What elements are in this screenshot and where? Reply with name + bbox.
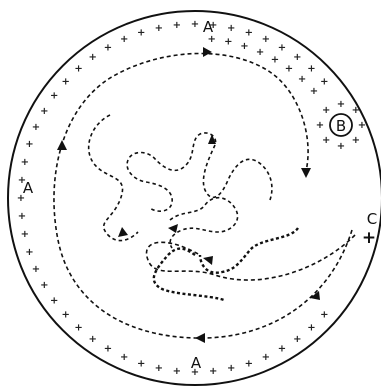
plus-sign: + [32,122,40,133]
plus-sign: + [320,309,328,320]
plus-sign: + [89,52,97,63]
arrow-top [203,47,212,57]
plus-sign: + [256,47,264,58]
plus-sign: + [40,280,48,291]
plus-sign: + [173,366,181,377]
plus-sign: + [155,363,163,374]
body-b-plus-sign: + [352,105,360,116]
plus-sign: + [191,19,199,30]
plus-sign: + [120,352,128,363]
plus-sign: + [209,366,217,377]
plus-sign: + [240,41,248,52]
plus-sign: + [320,77,328,88]
plus-sign: + [245,359,253,370]
plus-sign: + [40,106,48,117]
plus-sign: + [74,322,82,333]
body-b-plus-sign: + [337,99,345,110]
plus-sign: + [62,309,70,320]
arrow-inner-center [168,224,178,233]
arrow-right-down [301,168,311,178]
body-b-plus-sign: + [322,105,330,116]
outer-boundary-circle [8,11,381,385]
label-a-top: A [203,18,214,36]
plus-sign: + [50,91,58,102]
plus-sign: + [278,344,286,355]
plus-sign: + [120,34,128,45]
body-b-plus-sign: + [322,135,330,146]
mark-c-plus: + [362,228,376,248]
plus-sign: + [25,139,33,150]
body-b-label: B [336,117,346,135]
arrow-inner-left [118,227,128,237]
plus-sign: + [245,28,253,39]
outer-dashed-path [54,53,352,338]
plus-sign: + [104,344,112,355]
plus-sign: + [262,34,270,45]
plus-sign: + [137,28,145,39]
plus-sign: + [89,334,97,345]
body-b-plus-sign: + [316,120,324,131]
arrow-left-up [57,140,67,150]
plus-sign: + [227,23,235,34]
upper-wiggle-path [127,133,272,211]
plus-sign: + [104,42,112,53]
middle-dashed-path [147,235,355,280]
plus-sign: + [21,229,29,240]
plus-sign: + [137,359,145,370]
plus-sign-ring: ++++++++++++++++++++++++++++++++++++++++… [17,19,329,378]
plus-sign: + [307,322,315,333]
body-b-plus-sign: + [352,135,360,146]
plus-sign: + [155,23,163,34]
arrow-inner-right [203,256,213,265]
plus-sign: + [50,295,58,306]
plus-sign: + [307,64,315,75]
plus-sign: + [62,77,70,88]
plus-sign: + [278,42,286,53]
inner-tortuous-path [154,228,298,300]
label-c: C [367,210,377,228]
plus-sign: + [285,64,293,75]
body-b-plus-sign: + [358,120,366,131]
plus-sign: + [293,334,301,345]
plus-sign: + [227,363,235,374]
plus-sign: + [310,86,318,97]
plus-sign: + [262,352,270,363]
plus-sign: + [74,64,82,75]
plus-sign: + [25,247,33,258]
plus-sign: + [18,211,26,222]
plus-sign: + [271,54,279,65]
plus-sign: + [21,157,29,168]
arrow-bottom [195,333,205,343]
label-a-bottom: A [191,354,202,372]
plus-sign: + [224,37,232,48]
plus-sign: + [298,74,306,85]
plus-sign: + [32,264,40,275]
plus-sign: + [173,20,181,31]
plus-sign: + [293,52,301,63]
lower-wiggle-path [89,115,238,248]
body-b-plus-sign: + [337,141,345,152]
label-a-left: A [23,179,34,197]
